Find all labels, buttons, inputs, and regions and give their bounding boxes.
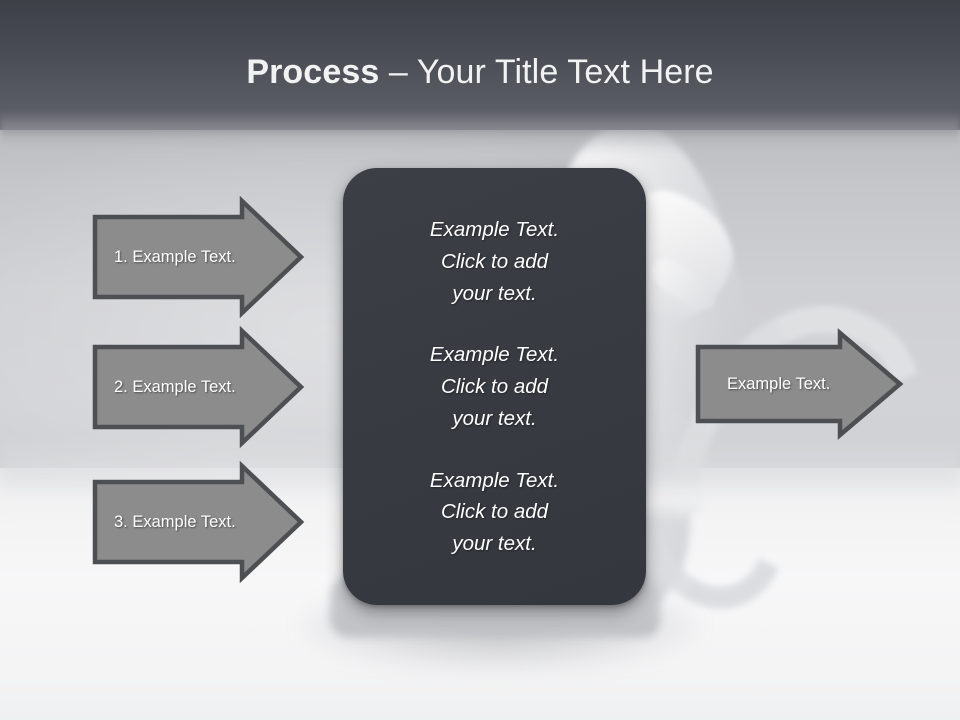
panel-text-block-1[interactable]: Example Text. Click to add your text. [429, 218, 560, 305]
title-band [0, 0, 960, 130]
input-arrow-1[interactable]: 1. Example Text. [92, 195, 305, 319]
page-title-rest: – Your Title Text Here [379, 53, 714, 91]
arrow-right-icon [92, 195, 305, 319]
panel-text-block-2[interactable]: Example Text. Click to add your text. [429, 343, 560, 430]
page-title: Process – Your Title Text Here [0, 53, 960, 92]
panel-text-block-3[interactable]: Example Text. Click to add your text. [429, 468, 560, 556]
output-arrow[interactable]: Example Text. [695, 328, 904, 440]
arrow-right-icon [92, 460, 305, 584]
process-panel[interactable]: Example Text. Click to add your text. Ex… [343, 168, 646, 605]
input-arrow-2-label: 2. Example Text. [114, 377, 236, 396]
input-arrow-3[interactable]: 3. Example Text. [92, 460, 305, 584]
arrow-right-icon [695, 328, 904, 440]
page-title-bold: Process [246, 53, 380, 91]
title-band-fade [0, 112, 960, 158]
input-arrow-3-label: 3. Example Text. [114, 512, 236, 531]
input-arrow-1-label: 1. Example Text. [114, 247, 236, 266]
arrow-right-icon [92, 325, 305, 449]
output-arrow-label: Example Text. [727, 374, 831, 393]
input-arrow-2[interactable]: 2. Example Text. [92, 325, 305, 449]
